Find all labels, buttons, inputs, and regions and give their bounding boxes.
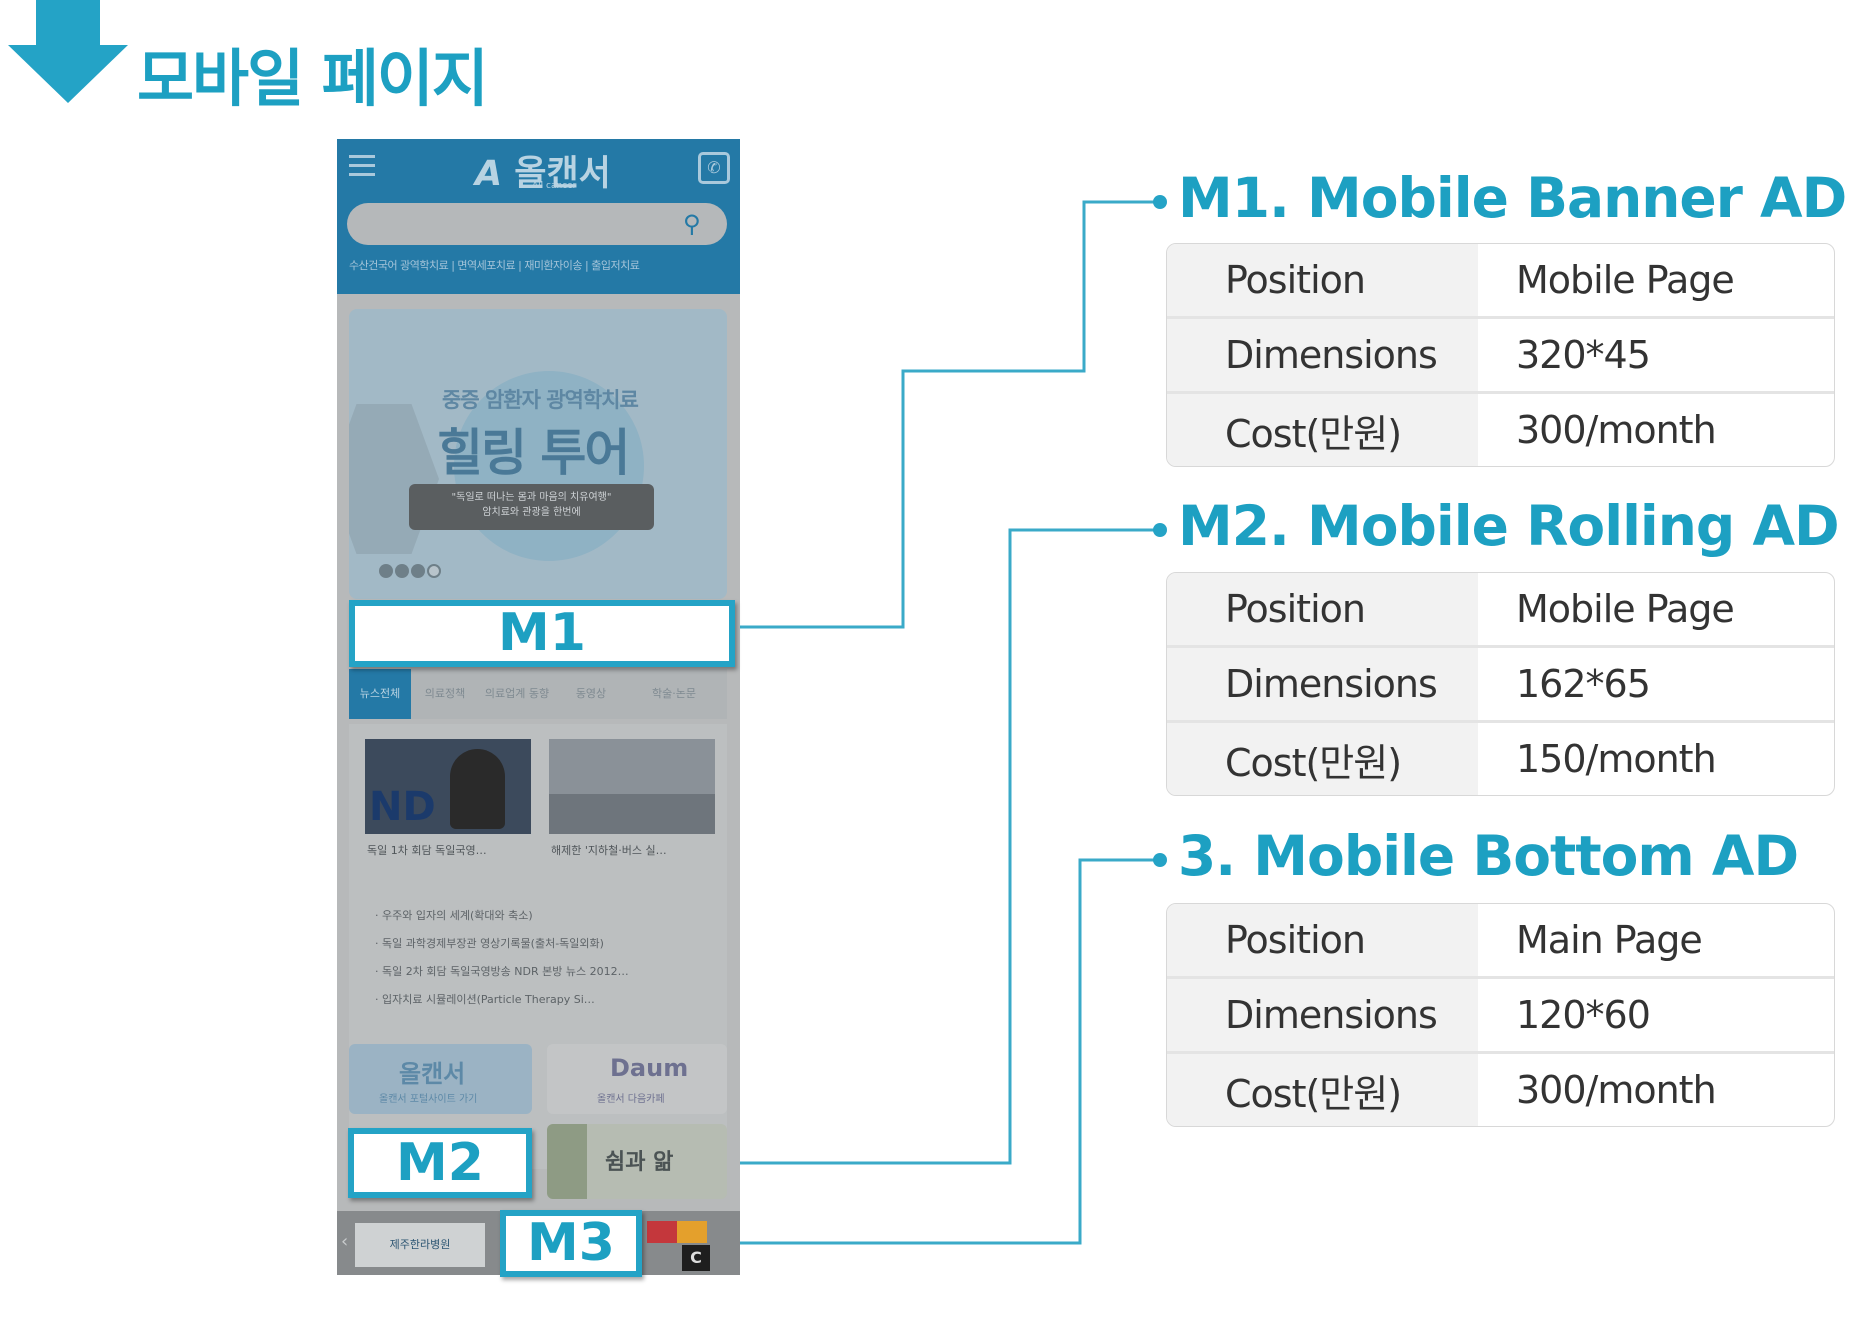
banner-subtitle: 올캔서 다음카페 (597, 1094, 665, 1105)
search-icon[interactable]: ⚲ (683, 210, 701, 238)
m1-connector-line (735, 200, 1160, 629)
news-list: · 우주와 입자의 세계(확대와 축소) · 독일 과학경제부장관 영상기록물(… (375, 902, 629, 1014)
tab-academic[interactable]: 학술·논문 (652, 687, 696, 700)
list-item[interactable]: · 우주와 입자의 세계(확대와 축소) (375, 909, 533, 922)
carousel-dots[interactable] (379, 563, 443, 582)
section-title-m2: M2. Mobile Rolling AD (1178, 494, 1840, 558)
logo-a-icon: A (475, 154, 503, 194)
search-input[interactable] (347, 203, 727, 245)
hero-rolling-banner[interactable]: 중증 암환자 광역학치료 힐링 투어 "독일로 떠나는 몸과 마음의 치유여행"… (349, 309, 727, 599)
carousel-dot-active[interactable] (427, 564, 441, 578)
m2-connector-dot (1153, 523, 1167, 537)
table-key: Position (1167, 904, 1478, 976)
thumbnail-caption[interactable]: 독일 1차 회담 독일국영… (367, 844, 487, 857)
table-value: 150/month (1478, 720, 1834, 795)
banner-title: Daum (610, 1054, 689, 1082)
section-title-m3: 3. Mobile Bottom AD (1178, 824, 1799, 888)
carousel-dot[interactable] (411, 564, 425, 578)
table-key: Dimensions (1167, 976, 1478, 1051)
hamburger-menu-icon[interactable] (349, 155, 375, 177)
table-value: Main Page (1516, 918, 1703, 962)
page-title: 모바일 페이지 (137, 42, 489, 115)
hospital-banner[interactable]: 제주한라병원 (355, 1223, 485, 1267)
tab-medical-policy[interactable]: 의료정책 (424, 687, 466, 700)
station-photo-floor (549, 794, 715, 834)
c-logo-icon: C (682, 1245, 710, 1271)
banner-allcancer-portal[interactable]: 올캔서 올캔서 포털사이트 가기 (349, 1044, 532, 1114)
carousel-dot[interactable] (395, 564, 409, 578)
banner-daum-cafe[interactable]: Daum 올캔서 다음카페 (547, 1044, 727, 1114)
table-row: Position Main Page (1167, 904, 1834, 976)
banner-rest-knowledge[interactable]: 쉼과 앎 (547, 1124, 727, 1199)
table-row: Cost(만원)300/month (1167, 391, 1834, 466)
tab-industry-trends[interactable]: 의료업계 동향 (484, 687, 550, 700)
color-block-orange (677, 1221, 707, 1243)
mockup-nav-menu[interactable]: 수산건국어 광역학치료 | 면역세포치료 | 재미환자이송 | 출입저치료 (349, 259, 640, 272)
logo-subtext: All cancer (532, 181, 577, 191)
table-value: Mobile Page (1516, 258, 1735, 302)
ad-label-m3: M3 (500, 1210, 642, 1277)
table-key: Dimensions (1167, 316, 1478, 391)
ndr-logo-graphic: ND (369, 784, 436, 830)
hero-caption-line2: 암치료와 관광을 한번에 (482, 507, 581, 518)
news-tabs: 뉴스전체 의료정책 의료업계 동향 동영상 학술·논문 (349, 669, 727, 719)
hexagon-decoration (349, 404, 439, 554)
banner-title: 쉼과 앎 (605, 1150, 674, 1175)
m1-connector-dot (1153, 195, 1167, 209)
table-row: Cost(만원)150/month (1167, 720, 1834, 795)
m3-connector-line (642, 858, 1160, 1245)
carousel-dot[interactable] (379, 564, 393, 578)
hero-caption: "독일로 떠나는 몸과 마음의 치유여행" 암치료와 관광을 한번에 (409, 484, 654, 530)
table-value: 300/month (1478, 1051, 1834, 1126)
banner-title: 올캔서 (399, 1060, 466, 1088)
hero-caption-line1: "독일로 떠나는 몸과 마음의 치유여행" (451, 492, 612, 503)
hero-small-text: 중증 암환자 광역학치료 (442, 388, 639, 412)
table-row: Position Mobile Page (1167, 573, 1834, 645)
m2-connector-line (532, 528, 1160, 1165)
news-thumbnail[interactable] (549, 739, 715, 834)
chevron-left-icon[interactable]: ‹ (341, 1231, 349, 1252)
table-row: Position Mobile Page (1167, 244, 1834, 316)
ad-label-m1: M1 (349, 600, 735, 667)
news-thumbnail[interactable]: ND (365, 739, 531, 834)
table-value: Mobile Page (1516, 587, 1735, 631)
section-title-m1: M1. Mobile Banner AD (1178, 166, 1847, 230)
table-value: 120*60 (1478, 976, 1834, 1051)
table-row: Cost(만원)300/month (1167, 1051, 1834, 1126)
table-key: Cost(만원) (1167, 1051, 1478, 1126)
list-item[interactable]: · 입자치료 시뮬레이션(Particle Therapy Si… (375, 993, 595, 1006)
down-arrow-icon (8, 0, 128, 103)
leaf-decoration (547, 1124, 587, 1199)
ad-label-m2: M2 (348, 1128, 532, 1198)
thumbnail-caption[interactable]: 해제한 '지하철·버스 실… (551, 844, 667, 857)
table-key: Cost(만원) (1167, 720, 1478, 795)
table-key: Position (1167, 573, 1478, 645)
person-silhouette (450, 749, 505, 829)
banner-subtitle: 올캔서 포털사이트 가기 (379, 1094, 478, 1105)
list-item[interactable]: · 독일 2차 회담 독일국영방송 NDR 본방 뉴스 2012… (375, 965, 629, 978)
tab-news-all[interactable]: 뉴스전체 (349, 669, 411, 719)
list-item[interactable]: · 독일 과학경제부장관 영상기록물(출처-독일외화) (375, 937, 604, 950)
table-key: Position (1167, 244, 1478, 316)
mockup-header: A 올캔서 All cancer ✆ ⚲ 수산건국어 광역학치료 | 면역세포치… (337, 139, 740, 294)
logo-text: 올캔서 (514, 154, 611, 194)
table-key: Cost(만원) (1167, 391, 1478, 466)
tab-video[interactable]: 동영상 (575, 687, 607, 700)
table-value: 300/month (1478, 391, 1834, 466)
phone-icon[interactable]: ✆ (698, 152, 730, 184)
hero-big-text: 힐링 투어 (437, 424, 630, 482)
site-logo: A 올캔서 (475, 145, 611, 196)
table-value: 320*45 (1478, 316, 1834, 391)
mobile-page-mockup: A 올캔서 All cancer ✆ ⚲ 수산건국어 광역학치료 | 면역세포치… (337, 139, 740, 1275)
m3-connector-dot (1153, 853, 1167, 867)
table-key: Dimensions (1167, 645, 1478, 720)
table-value: 162*65 (1478, 645, 1834, 720)
